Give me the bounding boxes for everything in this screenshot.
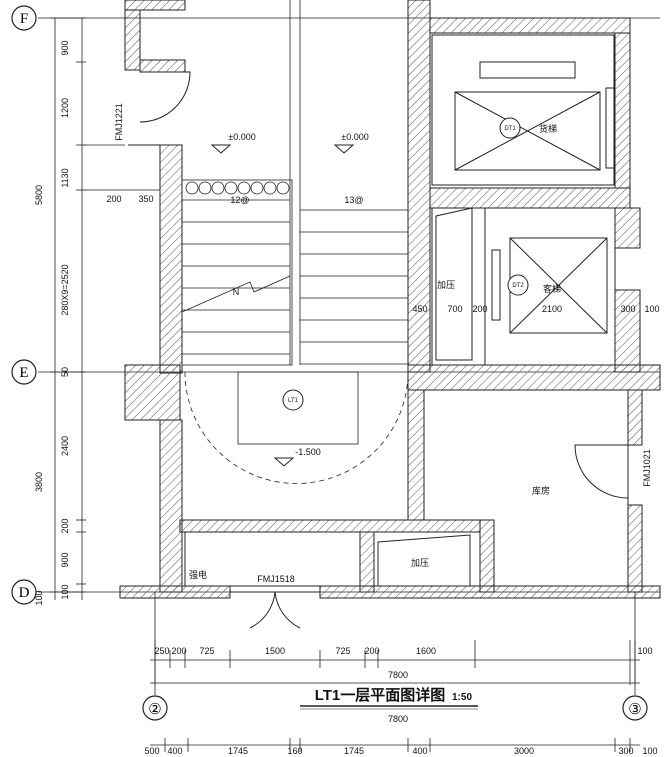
bottom-dim-725-b: 725 — [335, 646, 350, 656]
dim-450: 450 — [412, 304, 427, 314]
bottom-dim-200-a: 200 — [171, 646, 186, 656]
svg-text:②: ② — [148, 702, 161, 718]
room-label-elevator-1: 货梯 — [539, 123, 557, 134]
svg-text:③: ③ — [628, 702, 641, 718]
elev-label-b: ±0.000 — [341, 132, 368, 142]
dim-2520: 280X9=2520 — [60, 264, 70, 315]
door-label-fmj1021: FMJ1021 — [642, 449, 652, 487]
room-label-pressure-bottom: 加压 — [411, 558, 429, 568]
bottom-dim-1500: 1500 — [265, 646, 285, 656]
bottom-dim-200-b: 200 — [364, 646, 379, 656]
dim-1130: 1130 — [60, 168, 70, 187]
room-label-pressure-left: 加压 — [437, 280, 455, 290]
bottom2-dim-400-a: 400 — [167, 746, 182, 756]
elevator-1 — [431, 34, 615, 186]
bottom-dimension-lines — [150, 640, 640, 752]
bottom2-dim-160: 160 — [287, 746, 302, 756]
total-dim-2: 7800 — [388, 714, 408, 724]
total-dim-1: 7800 — [388, 670, 408, 680]
tag-dt2: DT2 — [512, 283, 524, 289]
axis-bubble-e: E — [11, 359, 37, 385]
elevator-2 — [431, 207, 616, 366]
drawing-scale: 1:50 — [452, 692, 472, 703]
bottom2-dim-500: 500 — [144, 746, 159, 756]
axis-bubble-3: ③ — [622, 695, 648, 721]
bottom2-dim-400-b: 400 — [412, 746, 427, 756]
svg-text:D: D — [19, 585, 30, 601]
dim-2400: 2400 — [60, 436, 70, 456]
door-label-fmj1518: FMJ1518 — [257, 574, 295, 584]
bottom2-dim-1745-a: 1745 — [228, 746, 248, 756]
dim-700: 700 — [447, 304, 462, 314]
tag-lt1: LT1 — [288, 398, 299, 404]
dim-300: 300 — [620, 304, 635, 314]
dim-50: 50 — [60, 367, 70, 377]
bottom2-dim-100: 100 — [642, 746, 657, 756]
bottom2-dim-3000: 3000 — [514, 746, 534, 756]
elev-label-a: ±0.000 — [228, 132, 255, 142]
doors — [128, 71, 629, 629]
bottom2-dim-1745-b: 1745 — [344, 746, 364, 756]
svg-text:F: F — [20, 11, 28, 27]
axis-bubble-2: ② — [142, 695, 168, 721]
bottom-dim-250: 250 — [154, 646, 169, 656]
stair — [181, 0, 409, 484]
room-label-power: 强电 — [189, 569, 207, 580]
stair-label-2: 13@ — [344, 195, 363, 205]
svg-text:E: E — [19, 365, 28, 381]
dim-5800: 5800 — [34, 185, 44, 205]
dim-900-top: 900 — [60, 40, 70, 55]
axis-bubble-d: D — [11, 579, 37, 605]
dim-100-b: 100 — [34, 590, 44, 605]
bottom2-dim-300: 300 — [618, 746, 633, 756]
room-label-storage: 库房 — [532, 485, 550, 496]
dim-200-v: 200 — [472, 304, 487, 314]
small-rooms — [184, 531, 471, 587]
elevation-markers — [210, 144, 355, 467]
dim-200-h: 200 — [106, 194, 121, 204]
stair-label-1: 12@ — [230, 195, 249, 205]
walls — [119, 0, 661, 599]
dim-900-bottom: 900 — [60, 552, 70, 567]
bottom-dim-100: 100 — [637, 646, 652, 656]
bottom-dim-725-a: 725 — [199, 646, 214, 656]
room-label-elevator-2: 客梯 — [543, 283, 561, 294]
up-label: N — [233, 287, 240, 297]
elev-label-c: -1.500 — [295, 447, 321, 457]
dim-2100: 2100 — [542, 304, 562, 314]
dim-100-a: 100 — [60, 584, 70, 599]
dim-3800: 3800 — [34, 472, 44, 492]
dim-350: 350 — [138, 194, 153, 204]
dim-200: 200 — [60, 518, 70, 533]
left-dimension-lines — [50, 17, 160, 600]
dim-100-r: 100 — [644, 304, 659, 314]
dim-1200: 1200 — [60, 98, 70, 118]
axis-bubble-f: F — [11, 5, 37, 31]
drawing-title: LT1一层平面图详图 — [315, 686, 446, 704]
tag-dt1: DT1 — [504, 126, 516, 132]
door-label-fmj1221: FMJ1221 — [114, 103, 124, 141]
bottom-dim-1600: 1600 — [416, 646, 436, 656]
